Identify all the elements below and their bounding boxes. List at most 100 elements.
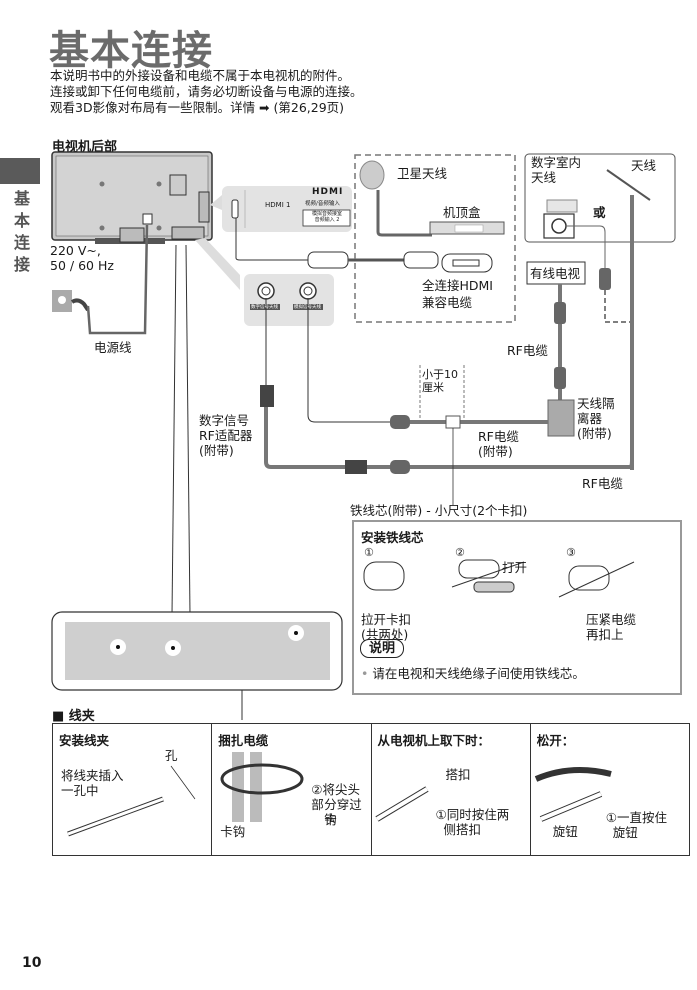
ferrite-open-icon: [451, 559, 525, 593]
isolator-line: (附带): [577, 426, 612, 441]
callout-line: [171, 244, 177, 616]
instruction-line: ①同时按住两: [435, 807, 510, 822]
step1-caption: 拉开卡扣 (共两处): [361, 612, 411, 642]
distance-line: 厘米: [422, 381, 444, 394]
cable-tv-label: 有线电视: [530, 266, 581, 281]
instruction-line: 将线夹插入: [61, 768, 124, 783]
step-number: ②: [455, 546, 465, 559]
rf-cables: [260, 298, 634, 505]
isolator-line: 离器: [577, 411, 603, 426]
open-label: 打开: [502, 560, 528, 575]
caption-line: 拉开卡扣: [361, 612, 412, 627]
hdmi-cable-illustration: [307, 251, 493, 273]
tv-rear-illustration: [51, 151, 213, 244]
satellite-label: 卫星天线: [397, 166, 448, 181]
side-tab-marker: [0, 158, 40, 184]
set-top-box-label: 机顶盒: [443, 205, 481, 220]
rf-included-line: (附带): [478, 444, 513, 459]
isolator-line: 天线隔: [577, 396, 615, 411]
instruction-line: ①一直按住: [605, 810, 667, 825]
caption-line: 再扣上: [586, 627, 624, 642]
side-tab-label: 基 本 连 接: [14, 188, 34, 276]
side-char: 连: [14, 233, 31, 252]
isolator-label: 天线隔 离器 (附带): [577, 396, 615, 441]
cell-title: 安装线夹: [59, 733, 110, 748]
knob-label: 旋钮: [552, 824, 578, 839]
page-title: 基本连接: [49, 28, 213, 74]
hdmi-cable-line: 兼容电缆: [422, 295, 473, 310]
hdmi-cable-label: 全连接HDMI 兼容电缆: [422, 277, 493, 311]
caption-line: 压紧电缆: [586, 612, 637, 627]
indoor-antenna-line: 数字室内: [531, 155, 582, 170]
intro-text: 本说明书中的外接设备和电缆不属于本电视机的附件。 连接或卸下任何电缆前，请务必切…: [50, 68, 363, 116]
hdmi-audio-box: 模拟音频接室 音频输入 2: [306, 211, 348, 223]
step-number: ③: [566, 546, 576, 559]
side-char: 接: [14, 255, 31, 274]
indoor-antenna-illustration: [543, 199, 632, 323]
rf-included-line: RF电缆: [478, 429, 519, 444]
rf-cable-included-label: RF电缆 (附带): [478, 429, 519, 459]
power-frequency: 50 / 60 Hz: [50, 258, 114, 273]
ferrite-closed-icon: [558, 561, 635, 598]
clamp-instructions-table: 安装线夹 孔 将线夹插入 一孔中 捆扎电缆 ②将尖头部 分穿过卡 钩 卡钩 从电…: [51, 723, 691, 856]
tv-detail-callout: [51, 611, 343, 720]
power-voltage: 220 V~,: [50, 243, 101, 258]
instruction-line: ②将尖头部: [311, 782, 360, 812]
clamp-bundle-illustration: [220, 752, 304, 822]
outdoor-antenna-illustration: [606, 169, 651, 470]
antenna-group-frame: [524, 153, 676, 243]
cable-tv-cable: [547, 284, 575, 437]
cell-title: 从电视机上取下时：: [377, 733, 491, 748]
distance-label: 小于10 厘米: [422, 368, 458, 394]
connection-diagram: [51, 151, 676, 720]
clamp-insert-illustration: [67, 765, 196, 837]
intro-line: 本说明书中的外接设备和电缆不属于本电视机的附件。: [50, 68, 351, 83]
antenna-port-analog: 模拟信号天线: [294, 305, 321, 310]
cell-title: 捆扎电缆: [218, 733, 269, 748]
knob-label: 旋钮: [612, 825, 638, 840]
callout-line: [185, 244, 191, 616]
antenna-label: 天线: [631, 158, 657, 173]
clasp-label: 搭扣: [445, 767, 471, 782]
cell-title: 松开：: [536, 733, 575, 748]
intro-line: 连接或卸下任何电缆前，请务必切断设备与电源的连接。: [50, 84, 363, 99]
rf-adapter-label: 数字信号 RF适配器 (附带): [199, 413, 252, 458]
hdmi-cable-line: 全连接HDMI: [422, 278, 493, 293]
hdmi-logo: HDMI: [312, 187, 344, 197]
rf-adapter-line: 数字信号: [199, 413, 250, 428]
hdmi-port-label: HDMI 1: [265, 201, 291, 209]
caption-line: (共两处): [361, 627, 409, 642]
rf-cable-bottom-label: RF电缆: [582, 476, 623, 491]
instruction-line: 钩: [324, 812, 337, 827]
indoor-antenna-line: 天线: [531, 170, 557, 185]
side-char: 本: [14, 211, 31, 230]
hdmi-sub-label: 视频/音频输入: [305, 201, 340, 207]
hook-label: 卡钩: [220, 824, 246, 839]
clamp-cell-remove: 从电视机上取下时： 搭扣 ①同时按住两 侧搭扣: [370, 723, 531, 856]
page-number: 10: [22, 955, 42, 971]
clamp-cell-install: 安装线夹 孔 将线夹插入 一孔中: [51, 723, 213, 856]
intro-line: 观看3D影像对布局有一些限制。详情 ➡ (第26,29页): [50, 100, 345, 115]
rf-cable-label: RF电缆: [507, 343, 548, 358]
antenna-panel-illustration: [195, 238, 334, 326]
instruction-line: 一孔中: [61, 783, 99, 798]
hole-label: 孔: [165, 748, 178, 763]
note-badge: 说明: [360, 639, 405, 658]
or-label: 或: [593, 205, 606, 220]
hdmi-panel-illustration: [210, 186, 352, 261]
hdmi-audio-line: 模拟音频接室: [311, 211, 342, 217]
antenna-port-digital: 数字信号天线: [251, 305, 278, 310]
clamp-release-illustration: [534, 767, 612, 822]
rf-adapter-line: (附带): [199, 443, 234, 458]
note-text: • 请在电视和天线绝缘子间使用铁线芯。: [361, 663, 585, 682]
indoor-antenna-label: 数字室内 天线: [531, 155, 581, 185]
ferrite-install-box: 安装铁线芯 ① ② ③ 打开 拉开卡扣 (共两处) 压紧电缆 再扣上 说明 • …: [352, 520, 682, 695]
satellite-group-frame: [354, 154, 516, 323]
side-char: 基: [14, 189, 31, 208]
satellite-dish-illustration: [359, 160, 432, 237]
clamp-cell-bundle: 捆扎电缆 ②将尖头部 分穿过卡 钩 卡钩: [211, 723, 372, 856]
power-cord-label: 电源线: [94, 340, 132, 355]
clamp-remove-illustration: [374, 786, 429, 822]
hdmi-audio-line: 音频输入 2: [314, 217, 340, 223]
distance-line: 小于10: [422, 368, 458, 381]
